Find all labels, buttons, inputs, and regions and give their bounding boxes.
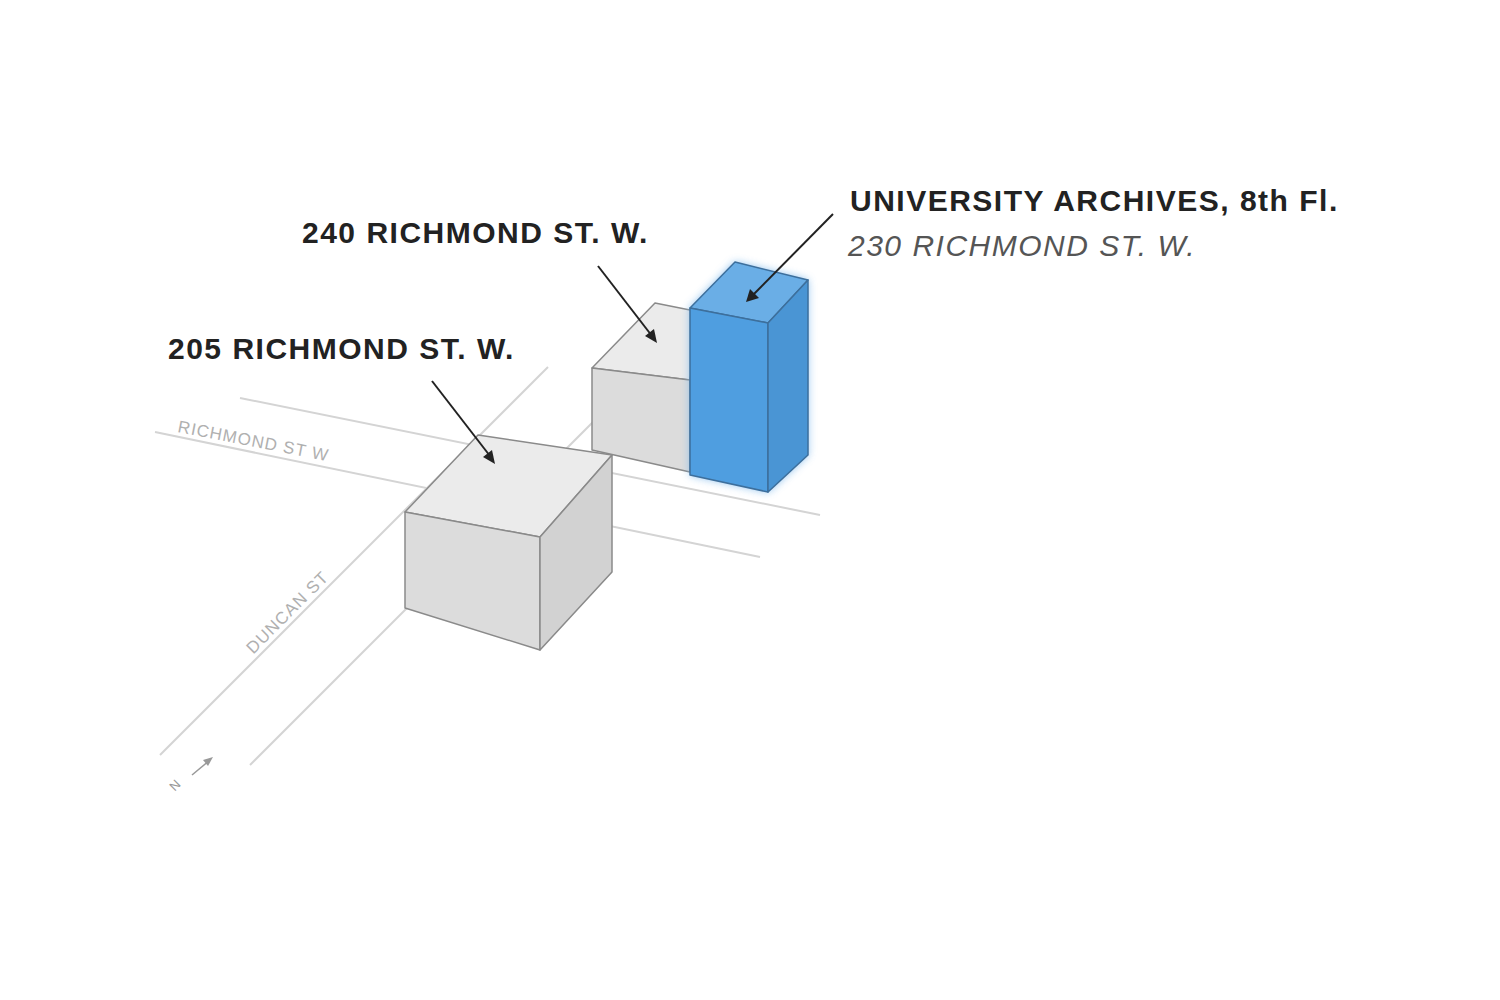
street-name: DUNCAN ST [243,568,333,658]
building-address: 240 RICHMOND ST. W. [302,216,649,249]
destination-title: UNIVERSITY ARCHIVES, 8th Fl. [850,184,1339,217]
north-label: N [167,777,184,794]
street-line [160,367,548,755]
tower-glow [690,262,808,492]
building-address: 205 RICHMOND ST. W. [168,332,515,365]
leader-head [746,289,759,302]
leader-head [645,329,657,343]
leader-head [483,450,495,464]
destination-address: 230 RICHMOND ST. W. [848,229,1196,262]
building-230 [690,262,808,492]
north-arrow-head [203,757,213,766]
building-205 [405,435,612,650]
